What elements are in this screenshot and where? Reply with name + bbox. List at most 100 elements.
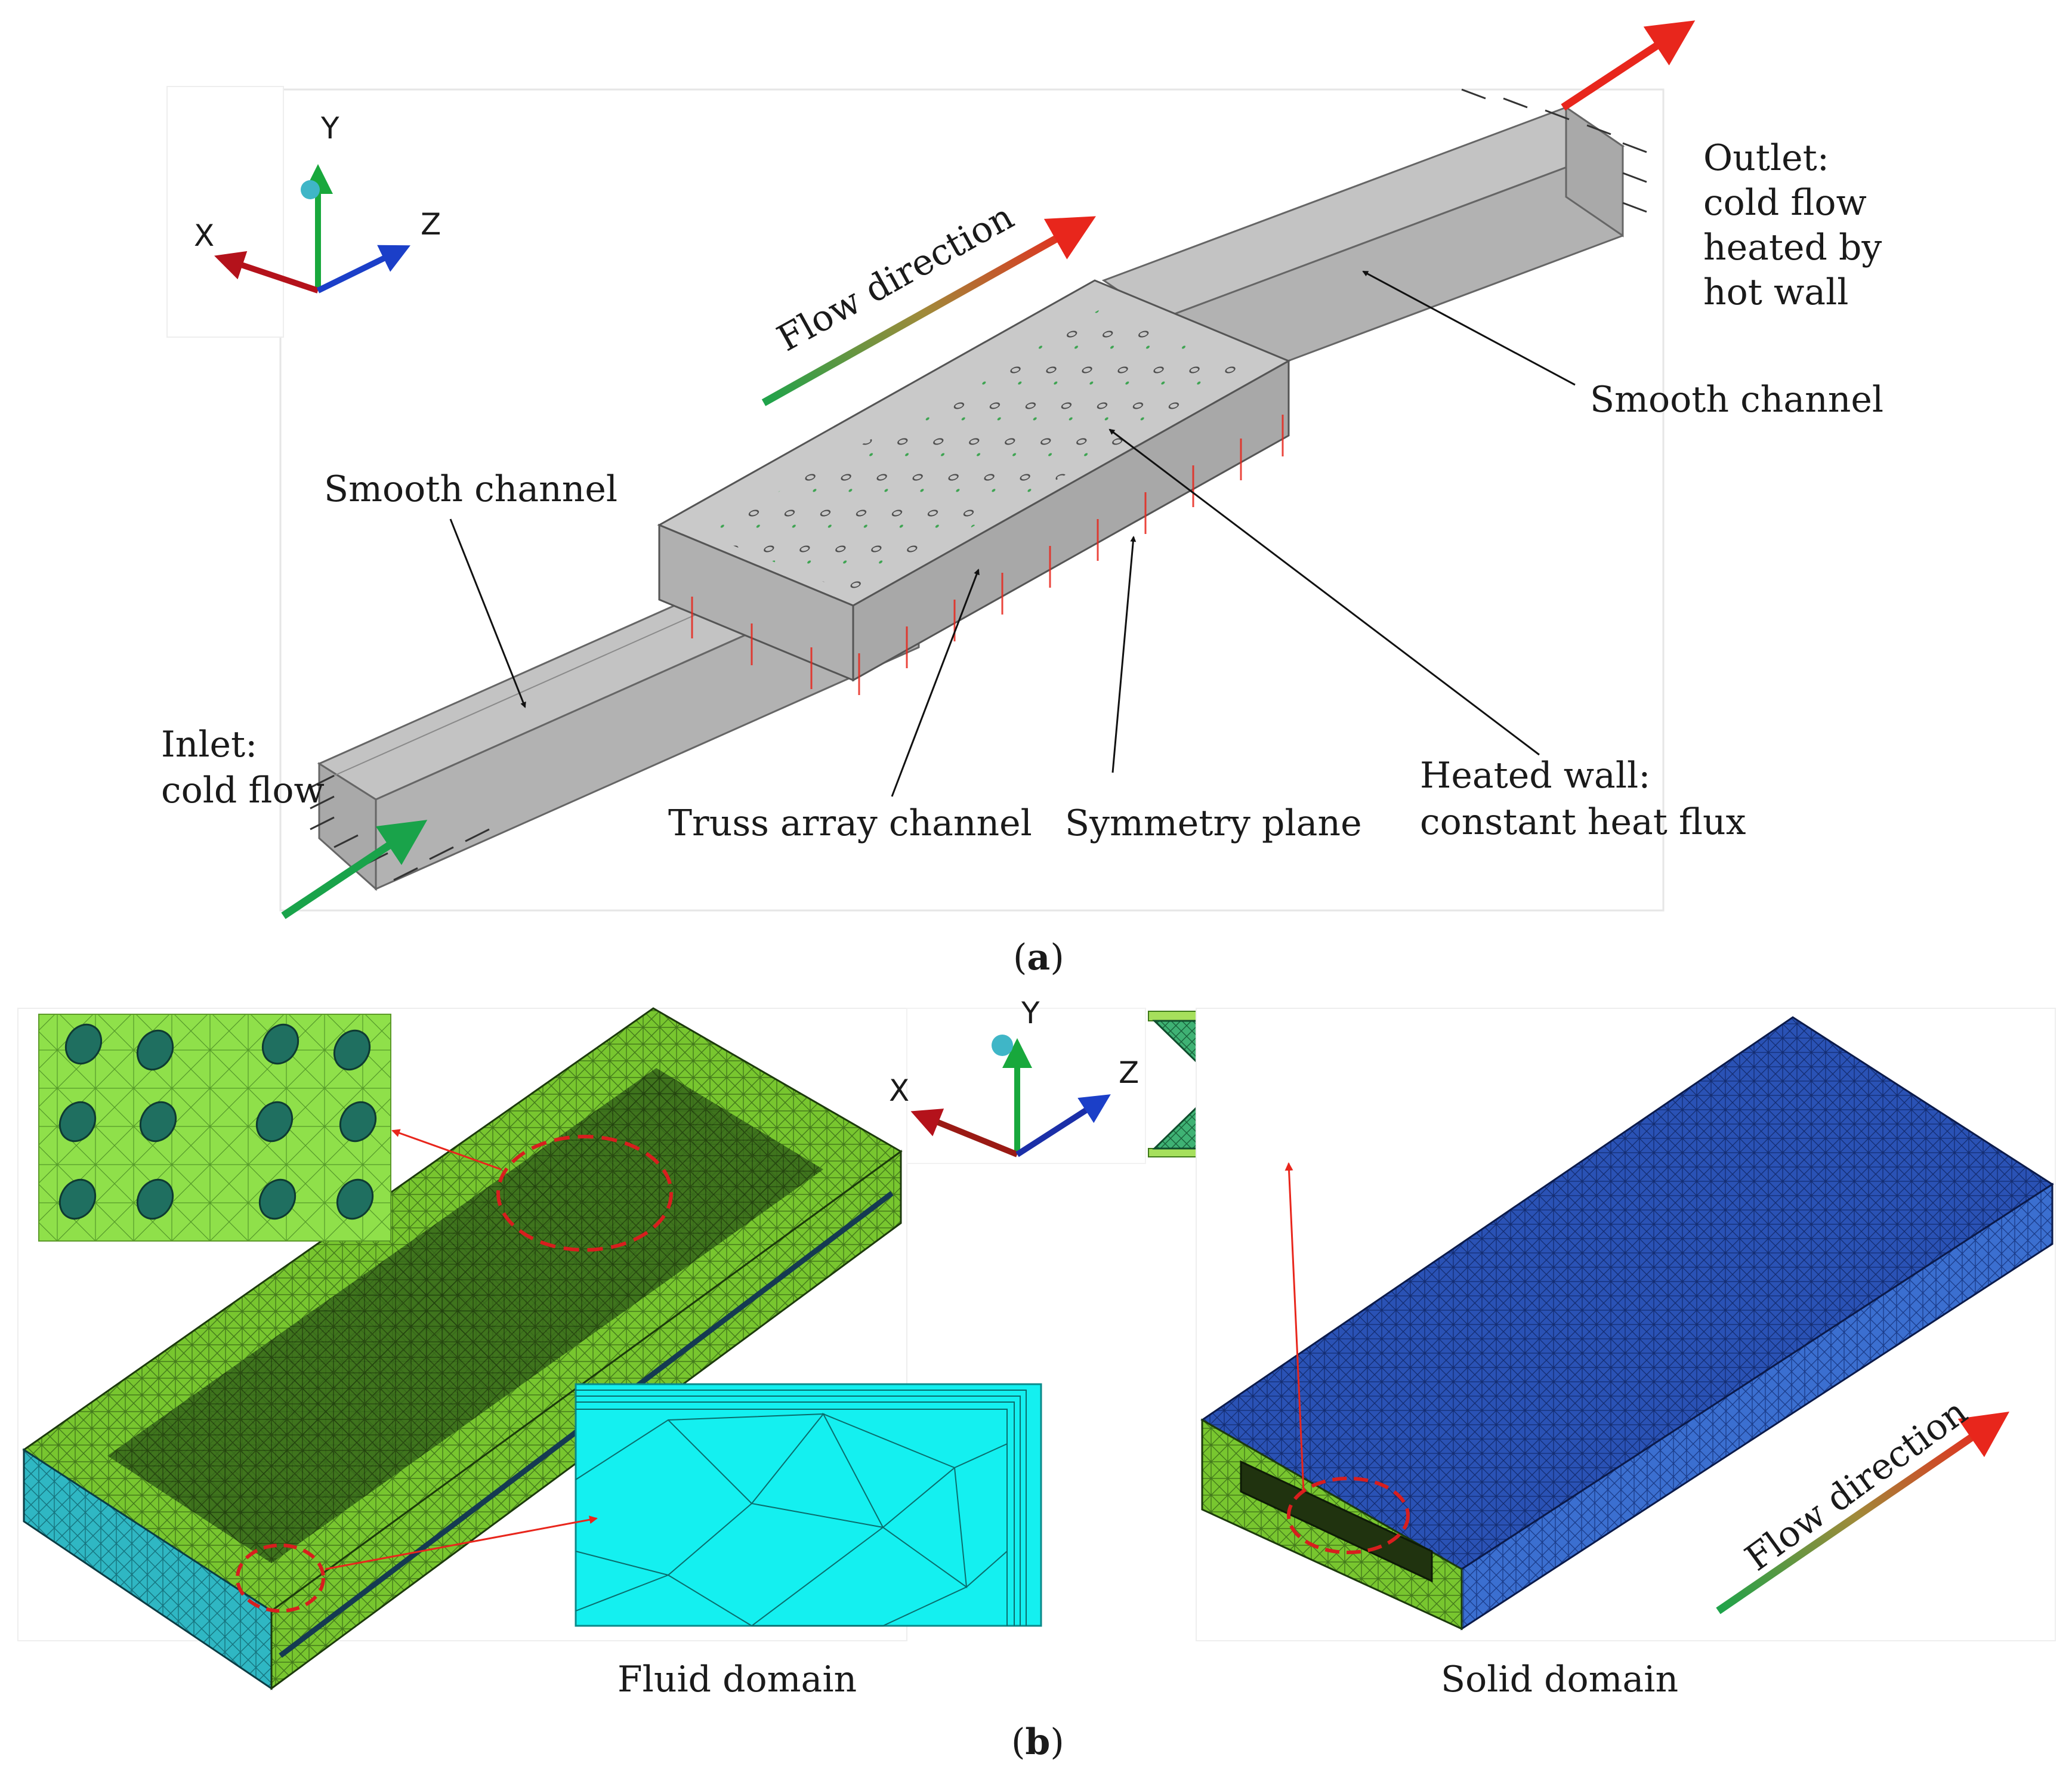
- fluid-domain-label: Fluid domain: [617, 1659, 857, 1700]
- flow-direction-arrowhead-a: [1043, 216, 1096, 260]
- truss-channel-side: [852, 359, 1290, 682]
- leader-truss: [891, 569, 980, 797]
- z-axis-arrow: [316, 245, 410, 294]
- heat-flux-arrows: [691, 415, 1284, 695]
- axis-triad-b: Y X Z: [889, 996, 1146, 1164]
- solid-connector: [1284, 1162, 1305, 1492]
- fluid-highlight-bottom: [236, 1543, 325, 1613]
- outlet-smooth-channel: [1101, 106, 1625, 410]
- truss-node-4: [333, 1029, 371, 1071]
- caption-a-open: (: [1013, 937, 1027, 978]
- outlet-channel-face: [1565, 106, 1624, 237]
- leader-smooth-right: [1362, 270, 1576, 386]
- leader-symmetry: [1111, 536, 1137, 773]
- fluid-connector-top: [391, 1129, 502, 1171]
- inlet-arrow-2: [310, 795, 335, 810]
- inlet-arrow-3: [310, 816, 335, 831]
- smooth-channel-right-label: Smooth channel: [1590, 379, 1883, 421]
- caption-b-close: ): [1050, 1721, 1064, 1763]
- truss-node-8: [339, 1101, 377, 1143]
- truss-node-12: [336, 1178, 374, 1220]
- flow-direction-arrow-a: [761, 220, 1085, 406]
- fluid-highlight-top: [496, 1135, 673, 1252]
- inlet-flow-arrow: [281, 820, 428, 919]
- solid-domain-label: Solid domain: [1441, 1659, 1678, 1700]
- leader-smooth-left: [449, 518, 526, 708]
- outlet-label-line1: Outlet:: [1703, 137, 1829, 179]
- outlet-arrow-6: [1622, 172, 1647, 183]
- inlet-arrow-7: [429, 846, 454, 860]
- axis-triad-a: Y X Z: [166, 86, 441, 338]
- flow-direction-arrow-b: [1716, 1419, 1995, 1614]
- y-axis-label: Y: [320, 111, 339, 146]
- fluid-zoom-inset-bottom-bg: [575, 1383, 1042, 1627]
- caption-a-close: ): [1050, 937, 1064, 978]
- truss-channel-dots: [704, 307, 1253, 594]
- heated-wall-label-line1: Heated wall:: [1420, 755, 1650, 796]
- z-axis-label-b: Z: [1119, 1055, 1139, 1090]
- fluid-zoom-inset-top: [38, 1014, 391, 1242]
- outlet-flow-arrow: [1561, 20, 1696, 111]
- outlet-arrow-4: [1586, 124, 1611, 135]
- triangulation-lines: [575, 1413, 1008, 1627]
- fluid-zoom-inset-bottom: [575, 1383, 1042, 1627]
- outlet-boundary-arrows: [1461, 88, 1647, 213]
- outlet-arrow-2: [1503, 97, 1528, 109]
- truss-node-2: [136, 1029, 174, 1071]
- truss-node-5: [58, 1101, 97, 1143]
- axis-origin-sphere: [301, 180, 320, 199]
- inlet-boundary-arrows: [310, 774, 490, 881]
- outlet-arrow-3: [1545, 109, 1570, 121]
- fluid-connector-bottom: [325, 1515, 598, 1570]
- truss-node-11: [258, 1178, 297, 1220]
- solid-front-cavity: [1240, 1460, 1433, 1583]
- caption-b-open: (: [1011, 1721, 1025, 1763]
- heated-wall-label-line2: constant heat flux: [1420, 801, 1746, 843]
- y-axis-label-b: Y: [1021, 996, 1040, 1030]
- outlet-label-line4: hot wall: [1703, 271, 1848, 313]
- panel-b: Fluid domain Y X Z: [17, 996, 2056, 1763]
- caption-a-letter: a: [1027, 937, 1050, 978]
- solid-highlight: [1287, 1477, 1410, 1554]
- x-axis-label-b: X: [889, 1073, 909, 1108]
- truss-array-channel: [657, 279, 1291, 682]
- boundary-layer-lines: [576, 1390, 1027, 1626]
- truss-array-channel-label: Truss array channel: [668, 802, 1032, 844]
- fluid-top-refined: [107, 1068, 823, 1563]
- axis-origin-sphere-b: [992, 1035, 1013, 1056]
- leader-heated-wall: [1108, 428, 1540, 756]
- outlet-arrow-5: [1622, 142, 1647, 153]
- outlet-label-line3: heated by: [1703, 227, 1882, 268]
- truss-node-10: [136, 1178, 174, 1220]
- x-axis-arrow: [214, 251, 319, 294]
- truss-node-6: [139, 1101, 177, 1143]
- truss-node-9: [58, 1178, 97, 1220]
- outlet-arrow-7: [1622, 202, 1647, 213]
- inlet-label-line2: cold flow: [161, 770, 325, 811]
- inlet-arrow-6: [393, 867, 418, 881]
- x-axis-arrow-b: [910, 1109, 1018, 1157]
- panel-a: Y X Z: [161, 20, 1883, 978]
- outlet-arrow-1: [1461, 88, 1486, 100]
- inlet-arrow-1: [310, 774, 335, 789]
- inlet-arrow-4: [334, 834, 359, 848]
- truss-node-7: [255, 1101, 294, 1143]
- solid-domain-mesh: [1200, 1016, 2054, 1631]
- truss-node-1: [64, 1023, 103, 1065]
- inlet-label-line1: Inlet:: [161, 724, 257, 765]
- axis-triad-a-frame: [166, 86, 284, 338]
- caption-b: (b): [1011, 1721, 1064, 1763]
- x-axis-label: X: [194, 218, 214, 253]
- flow-direction-arrowhead-b: [1957, 1411, 2010, 1458]
- smooth-channel-left-label: Smooth channel: [324, 468, 617, 510]
- symmetry-plane-label: Symmetry plane: [1065, 802, 1362, 844]
- outlet-label-line2: cold flow: [1703, 182, 1867, 224]
- z-axis-label: Z: [421, 207, 441, 242]
- z-axis-arrow-b: [1015, 1094, 1111, 1157]
- axis-triad-b-frame: [906, 1008, 1146, 1164]
- caption-a: (a): [1013, 937, 1064, 978]
- caption-b-letter: b: [1025, 1721, 1050, 1763]
- truss-node-3: [261, 1023, 299, 1065]
- inlet-arrow-8: [465, 828, 490, 842]
